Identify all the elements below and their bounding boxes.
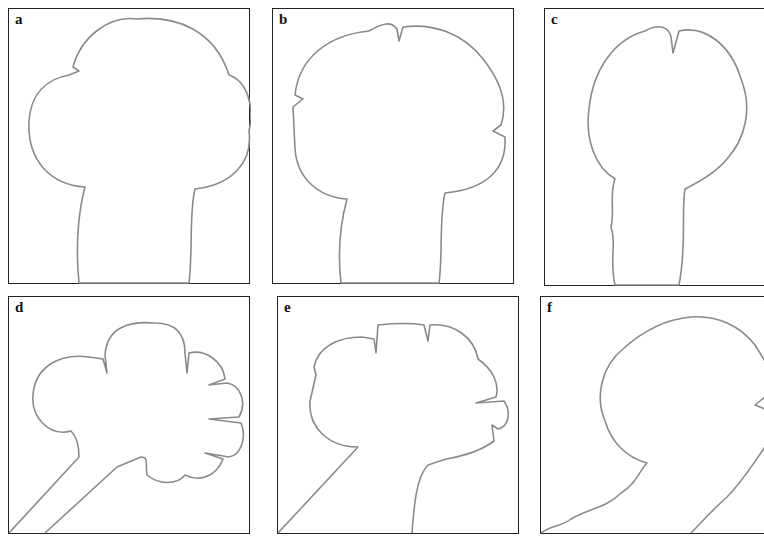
outline-path <box>278 324 508 534</box>
outline-path <box>293 24 505 283</box>
outline-path <box>29 18 251 283</box>
figure-panel: a <box>8 8 250 284</box>
figure-panel: f <box>540 296 764 534</box>
broccoli-outline <box>273 9 515 285</box>
figure-panel: e <box>277 296 519 534</box>
outline-path <box>588 27 747 285</box>
figure-panel: d <box>8 296 250 534</box>
panel-letter: f <box>547 300 552 315</box>
broccoli-outline <box>9 297 251 535</box>
broccoli-outline <box>278 297 520 535</box>
panel-letter: d <box>15 300 23 315</box>
figure-panel: c <box>544 8 764 286</box>
panel-letter: b <box>279 12 287 27</box>
outline-path <box>9 323 243 533</box>
panel-letter: e <box>284 300 291 315</box>
broccoli-outline <box>9 9 251 285</box>
broccoli-outline <box>541 297 764 535</box>
broccoli-outline <box>545 9 764 287</box>
outline-path <box>541 317 764 533</box>
panel-letter: a <box>15 12 23 27</box>
panel-letter: c <box>551 12 558 27</box>
figure-panel: b <box>272 8 514 284</box>
